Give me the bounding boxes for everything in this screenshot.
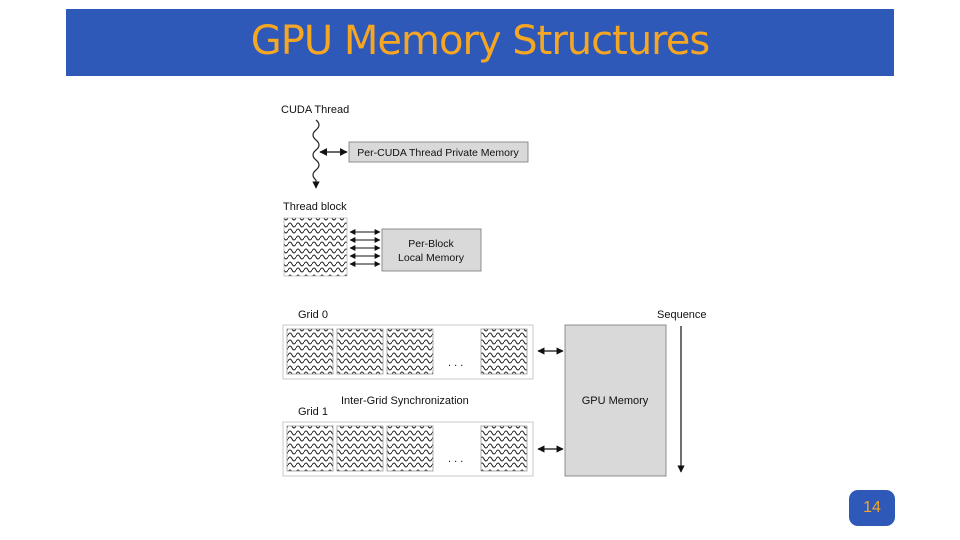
grid0-ellipsis: . . . [448, 357, 463, 369]
grid0-label: Grid 0 [298, 309, 328, 321]
grid0-frame [282, 324, 534, 380]
grid1-frame [282, 421, 534, 477]
block-memory-label-line2: Local Memory [398, 252, 465, 264]
grid0-block [386, 328, 434, 375]
thread-block-label: Thread block [283, 201, 347, 213]
block-memory-box [381, 228, 482, 272]
cuda-thread-squiggle [312, 119, 320, 181]
grid1-row [282, 421, 534, 477]
thread-block-threads [283, 217, 348, 277]
private-memory-label: Per-CUDA Thread Private Memory [357, 147, 519, 159]
block-memory-arrows [349, 229, 381, 267]
gpu-memory-box [564, 324, 667, 477]
cuda-thread-label: CUDA Thread [281, 104, 349, 116]
grid1-ellipsis: . . . [448, 453, 463, 465]
block-memory-label-line1: Per-Block [408, 238, 454, 250]
grid0-row [282, 324, 534, 380]
inter-grid-sync-label: Inter-Grid Synchronization [341, 395, 469, 407]
title-bar: GPU Memory Structures [66, 9, 894, 76]
grid1-block [480, 425, 528, 472]
grid1-block [286, 425, 334, 472]
sequence-label: Sequence [657, 309, 707, 321]
grid1-label: Grid 1 [298, 406, 328, 418]
private-memory-box [348, 141, 529, 163]
grid1-block [386, 425, 434, 472]
gpu-memory-label: GPU Memory [582, 395, 649, 407]
grid0-block [480, 328, 528, 375]
grid0-block [336, 328, 384, 375]
page-number-badge: 14 [849, 490, 895, 526]
grid0-block [286, 328, 334, 375]
grid1-block [336, 425, 384, 472]
slide-title: GPU Memory Structures [250, 17, 710, 64]
